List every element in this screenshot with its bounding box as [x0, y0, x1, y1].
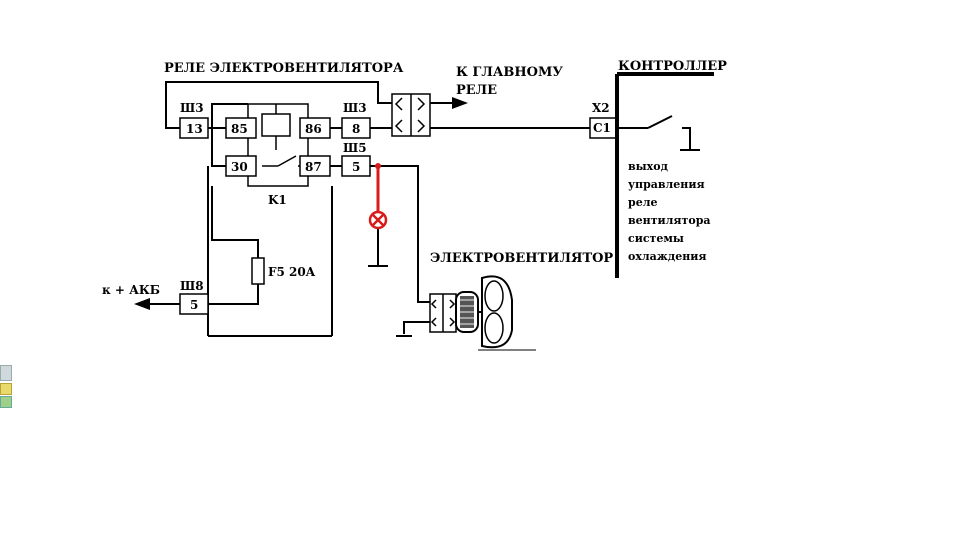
to-main-relay-label: К ГЛАВНОМУ РЕЛЕ: [456, 65, 567, 98]
fuse-f5: [251, 257, 265, 285]
pin-5-right: 5: [352, 160, 360, 174]
controller-label: КОНТРОЛЛЕР: [618, 59, 727, 74]
pin-85: 85: [231, 122, 248, 136]
pin-86: 86: [305, 122, 322, 136]
side-widget-icon-c: [0, 396, 12, 408]
fan-motor-icon: [429, 275, 536, 351]
sh5-label: Ш5: [343, 141, 367, 155]
side-widget-icon-b: [0, 383, 12, 395]
relay-title: РЕЛЕ ЭЛЕКТРОВЕНТИЛЯТОРА: [164, 61, 404, 76]
fuse-label: F5 20A: [268, 265, 316, 279]
sh3-left-label: Ш3: [180, 101, 204, 115]
pin-13: 13: [186, 122, 203, 136]
sh8-label: Ш8: [180, 279, 204, 293]
side-widget[interactable]: [0, 365, 12, 409]
c1-label: C1: [593, 121, 611, 135]
wires: [150, 81, 700, 337]
relay-pins: [225, 117, 331, 177]
side-widget-icon-a: [0, 365, 12, 381]
k1-label: K1: [268, 193, 287, 207]
controller-note: выход управления реле вентилятора систем…: [628, 160, 714, 263]
connectors: [179, 117, 619, 315]
controller-block: [615, 72, 714, 278]
akb-label: к + АКБ: [102, 283, 160, 297]
arrow-akb-icon: [134, 298, 150, 310]
fan-label: ЭЛЕКТРОВЕНТИЛЯТОР: [430, 251, 613, 266]
warning-lamp-icon: [368, 210, 388, 230]
sh3-right-label: Ш3: [343, 101, 367, 115]
relay-k1: [247, 103, 309, 187]
main-relay-connector-icon: [391, 93, 431, 137]
arrow-to-main-relay-icon: [452, 97, 468, 109]
pin-5-left: 5: [190, 298, 198, 312]
pin-8: 8: [352, 122, 360, 136]
pin-30: 30: [231, 160, 248, 174]
x2-label: X2: [592, 101, 610, 115]
red-branch: [368, 163, 388, 267]
pin-87: 87: [305, 160, 322, 174]
